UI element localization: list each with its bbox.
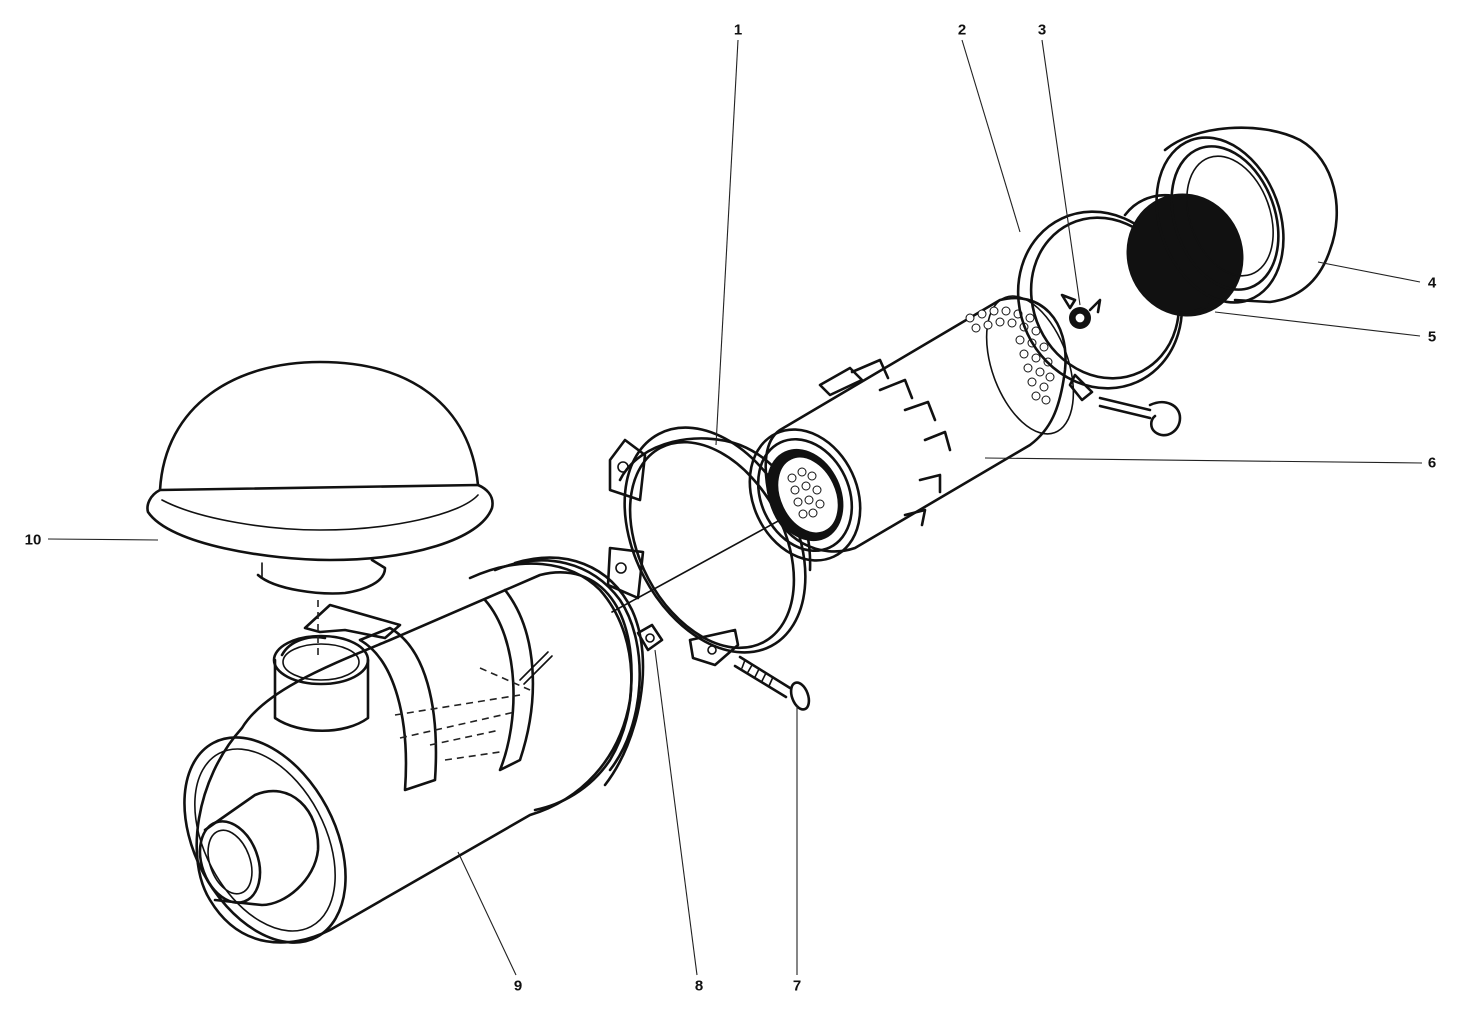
leader-8	[654, 649, 698, 976]
leader-10	[47, 538, 159, 541]
callout-6: 6	[1427, 454, 1437, 472]
callout-10: 10	[24, 531, 42, 549]
leader-3	[1041, 39, 1081, 306]
callout-5: 5	[1427, 328, 1437, 346]
leader-lines	[47, 39, 1423, 976]
part-filter-element	[748, 295, 1075, 562]
part-bolt	[733, 655, 811, 711]
callout-3: 3	[1037, 21, 1047, 39]
callout-9: 9	[513, 977, 523, 995]
leader-9	[457, 851, 517, 976]
callout-4: 4	[1427, 274, 1437, 292]
leader-1	[715, 39, 739, 446]
callout-8: 8	[694, 977, 704, 995]
part-square-nut	[636, 623, 664, 652]
part-cover-cup	[1155, 126, 1338, 304]
leader-5	[1214, 311, 1421, 337]
part-housing-body	[183, 556, 645, 944]
part-filter-pad	[1123, 193, 1244, 317]
leader-2	[961, 39, 1021, 233]
callout-2: 2	[957, 21, 967, 39]
part-wing-nut	[1060, 293, 1102, 329]
part-cap	[146, 360, 494, 655]
callout-1: 1	[733, 21, 743, 39]
callout-7: 7	[792, 977, 802, 995]
leader-4	[1317, 261, 1421, 283]
leader-6	[984, 457, 1423, 464]
